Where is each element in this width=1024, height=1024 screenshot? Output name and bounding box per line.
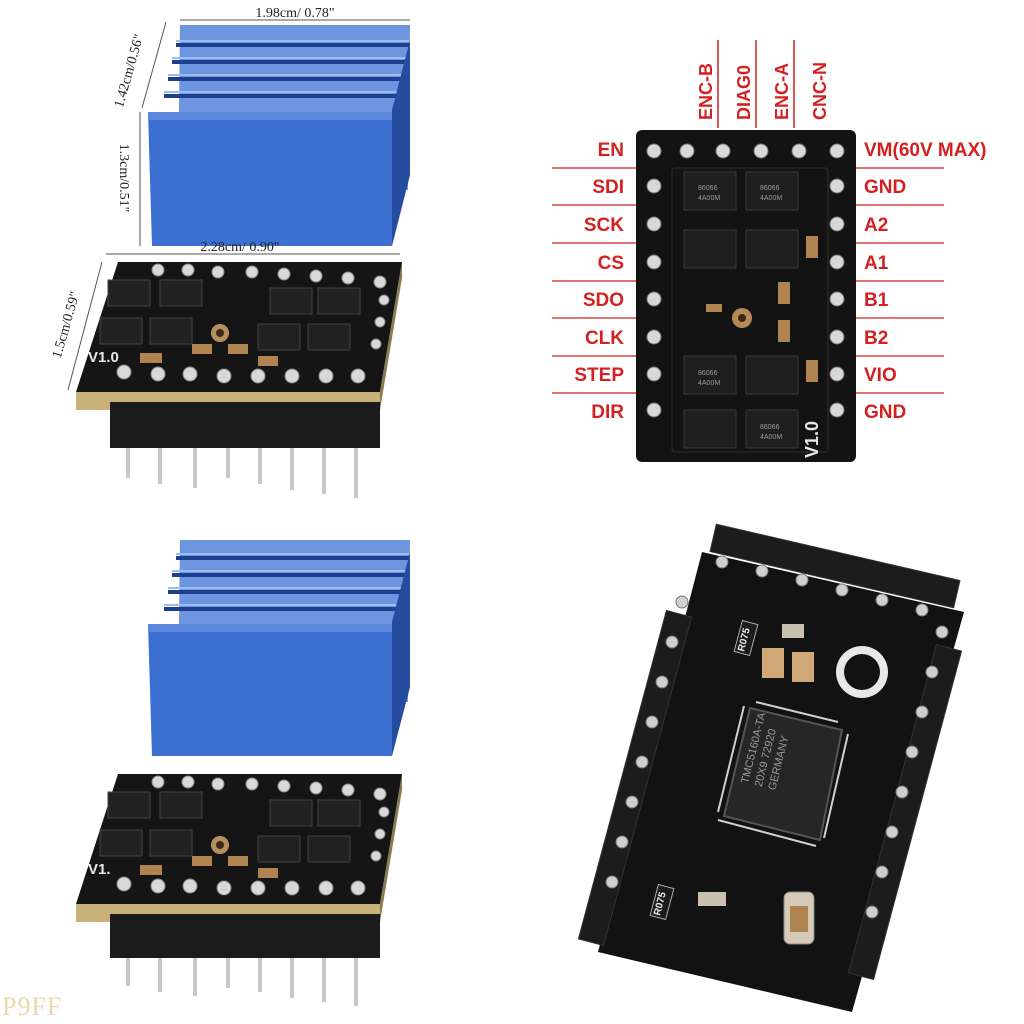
- pin-label-b1: B1: [864, 290, 889, 311]
- board-version-label: V1.0: [88, 349, 119, 366]
- top-pin-row: [646, 143, 845, 159]
- pin-label-sdo: SDO: [583, 290, 624, 311]
- pin-label-vio: VIO: [864, 365, 897, 386]
- heatsink-top: [148, 25, 410, 246]
- driver-board-underside: TMC5160A-TA 20X9 72920 GERMANY R075 R075: [577, 523, 964, 1012]
- board-version-label: V1.: [88, 861, 111, 878]
- pin-label-cs: CS: [598, 253, 624, 274]
- top-label-enc-b: ENC-B: [696, 63, 716, 120]
- heatsink: [148, 540, 410, 756]
- pin-label-b2: B2: [864, 328, 888, 349]
- product-photo-underside: TMC5160A-TA 20X9 72920 GERMANY R075 R075: [577, 523, 964, 1012]
- mosfet-marking: 86066: [760, 185, 780, 192]
- board-width-dim: 2.28cm/ 0.90": [200, 240, 279, 255]
- mosfet-marking: 86066: [698, 185, 718, 192]
- pin-label-a2: A2: [864, 215, 888, 236]
- pin-label-gnd: GND: [864, 177, 906, 198]
- top-label-diag0: DIAG0: [734, 65, 754, 120]
- mosfet-marking: 4A00M: [760, 434, 782, 441]
- pin-label-clk: CLK: [585, 328, 624, 349]
- mosfet-marking: 4A00M: [698, 380, 720, 387]
- pin-label-dir: DIR: [591, 402, 624, 423]
- driver-board-angled: V1.0: [76, 262, 402, 498]
- heatsink-height-dim: 1.3cm/0.51": [116, 144, 131, 213]
- pin-label-en: EN: [598, 140, 624, 161]
- product-photo-heatsink-board: V1.: [76, 540, 410, 1006]
- board-version-label: V1.0: [802, 421, 822, 458]
- pin-label-a1: A1: [864, 253, 889, 274]
- pinout-diagram: ENC-B DIAG0 ENC-A CNC-N 86066: [552, 40, 986, 462]
- driver-board-angled: V1.: [76, 774, 402, 1006]
- top-pin-labels: ENC-B DIAG0 ENC-A CNC-N: [696, 40, 830, 128]
- pin-label-sck: SCK: [584, 215, 624, 236]
- dimension-diagram: 1.98cm/ 0.78" 1.42cm/0.56" 1.3cm/0.51" V…: [50, 6, 410, 498]
- pin-label-vm: VM(60V MAX): [864, 140, 986, 161]
- mosfet-marking: 4A00M: [760, 195, 782, 202]
- tmc-chip: [722, 706, 844, 842]
- top-label-cnc-n: CNC-N: [810, 62, 830, 120]
- pin-label-step: STEP: [574, 365, 624, 386]
- left-pin-labels: EN SDI SCK CS SDO CLK STEP DIR: [552, 140, 636, 423]
- pin-label-sdi: SDI: [592, 177, 624, 198]
- pin-label-gnd-2: GND: [864, 402, 906, 423]
- right-pin-labels: VM(60V MAX) GND A2 A1 B1 B2 VIO GND: [856, 140, 986, 423]
- mosfet-marking: 86066: [760, 424, 780, 431]
- mosfet-array: 86066 4A00M 86066 4A00M 86066 4A00M 8606…: [683, 171, 799, 449]
- mosfet-marking: 4A00M: [698, 195, 720, 202]
- side-pin-rows: [646, 178, 845, 418]
- heatsink-depth-dim: 1.42cm/0.56": [112, 33, 147, 110]
- heatsink-width-dim: 1.98cm/ 0.78": [255, 6, 334, 21]
- mosfet-marking: 86066: [698, 370, 718, 377]
- watermark-text: P9FF: [2, 992, 63, 1021]
- top-label-enc-a: ENC-A: [772, 63, 792, 120]
